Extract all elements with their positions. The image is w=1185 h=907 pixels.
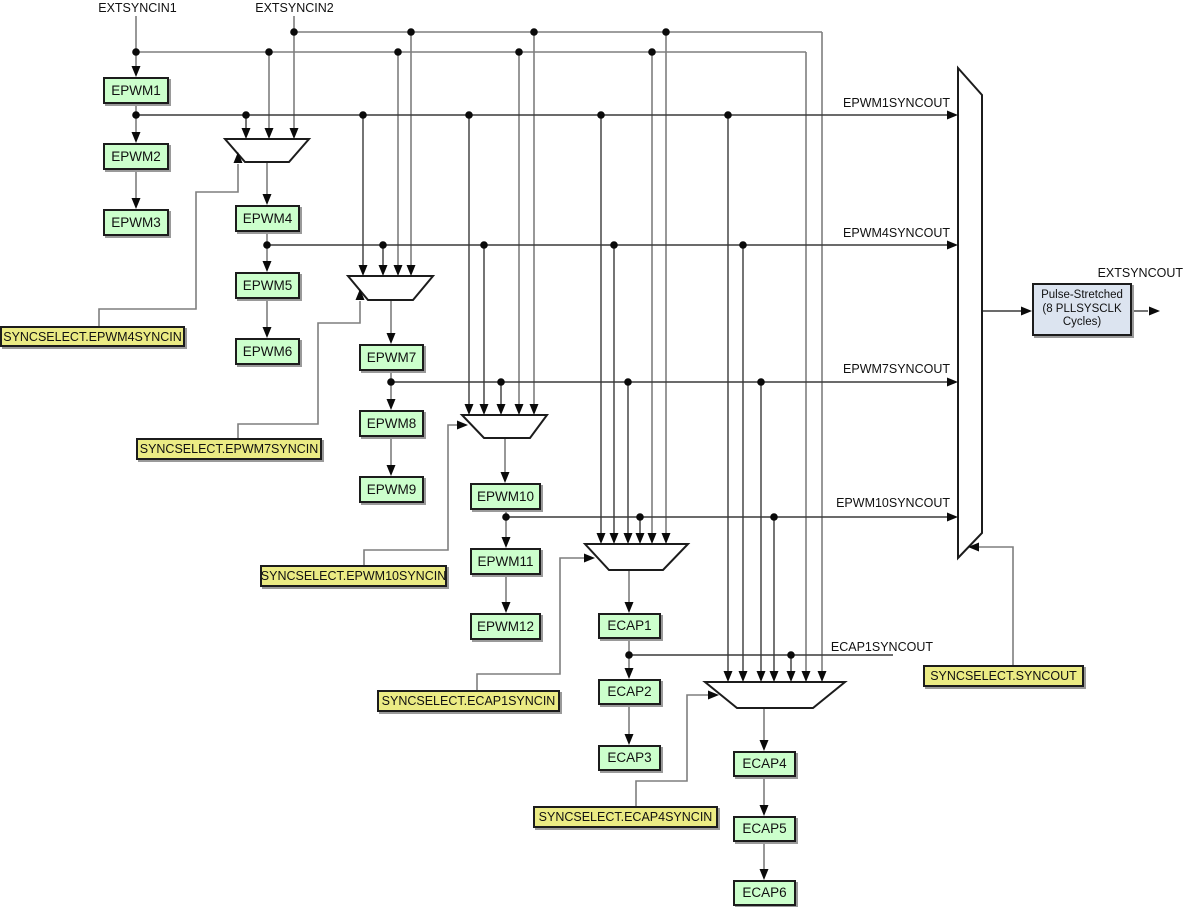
mux-ecap4 — [702, 681, 848, 709]
label-epwm4syncout: EPWM4SYNCOUT — [843, 226, 950, 240]
label-extsyncin1: EXTSYNCIN1 — [98, 1, 177, 15]
select-epwm10syncin-label: SYNCSELECT.EPWM10SYNCIN — [260, 565, 447, 587]
label-epwm7syncout: EPWM7SYNCOUT — [843, 362, 950, 376]
block-epwm4: EPWM4 — [235, 205, 300, 232]
block-ecap2: ECAP2 — [598, 679, 661, 705]
block-epwm10: EPWM10 — [470, 483, 541, 510]
block-epwm12: EPWM12 — [470, 613, 541, 640]
select-syncout-label: SYNCSELECT.SYNCOUT — [923, 665, 1084, 687]
select-epwm4syncin-label: SYNCSELECT.EPWM4SYNCIN — [0, 326, 185, 347]
block-ecap3: ECAP3 — [598, 745, 661, 771]
mux-epwm10 — [459, 414, 549, 439]
pulse-line1: Pulse-Stretched — [1041, 288, 1123, 301]
mux-syncout — [957, 65, 983, 561]
block-epwm3: EPWM3 — [103, 209, 169, 236]
pulse-line2: (8 PLLSYSCLK — [1042, 302, 1122, 315]
block-epwm9: EPWM9 — [359, 476, 424, 503]
block-ecap4: ECAP4 — [733, 751, 796, 777]
block-epwm1: EPWM1 — [103, 77, 169, 104]
label-extsyncout: EXTSYNCOUT — [1097, 266, 1183, 280]
block-ecap1: ECAP1 — [598, 613, 661, 639]
pulse-line3: Cycles) — [1062, 316, 1102, 329]
mux-epwm7 — [345, 275, 436, 301]
select-ecap1syncin-label: SYNCSELECT.ECAP1SYNCIN — [377, 690, 560, 712]
block-epwm6: EPWM6 — [235, 338, 300, 365]
block-epwm11: EPWM11 — [470, 548, 541, 575]
mux-ecap1 — [582, 543, 691, 571]
label-extsyncin2: EXTSYNCIN2 — [255, 1, 334, 15]
block-epwm2: EPWM2 — [103, 143, 169, 170]
pulse-stretch-block: Pulse-Stretched (8 PLLSYSCLK Cycles) — [1032, 283, 1132, 336]
select-epwm7syncin-label: SYNCSELECT.EPWM7SYNCIN — [136, 438, 322, 460]
block-ecap6: ECAP6 — [733, 880, 796, 906]
block-epwm8: EPWM8 — [359, 410, 424, 437]
label-epwm10syncout: EPWM10SYNCOUT — [836, 496, 950, 510]
block-epwm7: EPWM7 — [359, 344, 424, 371]
select-ecap4syncin-label: SYNCSELECT.ECAP4SYNCIN — [533, 806, 718, 828]
label-epwm1syncout: EPWM1SYNCOUT — [843, 96, 950, 110]
block-epwm5: EPWM5 — [235, 272, 300, 299]
block-ecap5: ECAP5 — [733, 816, 796, 842]
label-ecap1syncout: ECAP1SYNCOUT — [830, 640, 933, 654]
